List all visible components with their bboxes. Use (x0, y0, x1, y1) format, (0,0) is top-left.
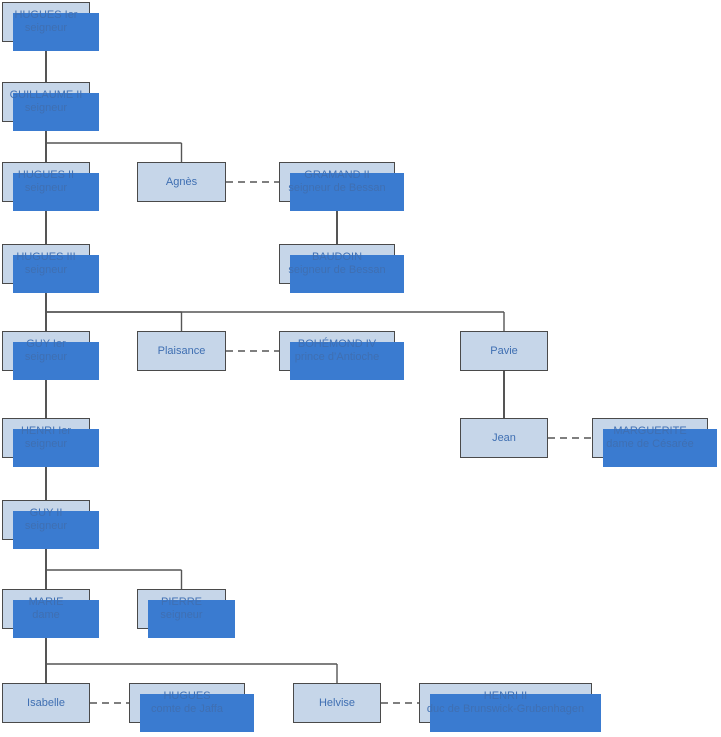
node-label-secondary: seigneur (24, 102, 68, 114)
node-label-primary: PIERRE (161, 596, 202, 608)
node-label-primary: BAUDOIN (311, 251, 363, 263)
node-label-secondary: seigneur de Bessan (288, 182, 386, 194)
node-label-primary: HUGUES II (17, 169, 75, 181)
node-label-primary: MARGUERITE (613, 425, 687, 437)
node-label-secondary: prince d’Antioche (294, 351, 380, 363)
node-pavie[interactable]: Pavie (460, 331, 548, 371)
node-label-secondary: seigneur (24, 351, 68, 363)
node-plaisance[interactable]: Plaisance (137, 331, 226, 371)
node-label-secondary: seigneur (24, 264, 68, 276)
node-label-secondary: seigneur (24, 22, 68, 34)
node-label-secondary: comte de Jaffa (151, 703, 223, 715)
node-label-secondary: seigneur (24, 520, 68, 532)
node-label-primary: BOHÉMOND IV (297, 338, 377, 350)
node-label-primary: Helvise (318, 696, 356, 709)
node-isabelle[interactable]: Isabelle (2, 683, 90, 723)
node-jean[interactable]: Jean (460, 418, 548, 458)
node-agnes[interactable]: Agnès (137, 162, 226, 202)
node-label-secondary: seigneur de Bessan (288, 264, 386, 276)
node-label-secondary: seigneur (160, 609, 203, 621)
node-label-secondary: seigneur (24, 438, 68, 450)
node-label-secondary: dame (32, 609, 60, 621)
node-label-primary: HENRI II (483, 690, 528, 702)
node-label-secondary: seigneur (24, 182, 68, 194)
node-helvise[interactable]: Helvise (293, 683, 381, 723)
node-label-primary: HUGUES Ier (14, 9, 78, 21)
node-label-primary: HUGUES III (16, 251, 76, 263)
node-label-secondary: duc de Brunswick-Grubenhagen (426, 703, 585, 715)
node-label-secondary: dame de Césarée (606, 438, 694, 450)
node-label-primary: GUILLAUME II (9, 89, 83, 101)
node-label-primary: Agnès (165, 175, 198, 188)
node-label-primary: HUGUES (163, 690, 211, 702)
node-label-primary: Pavie (490, 344, 518, 357)
node-label-primary: HENRI Ier (20, 425, 72, 437)
node-label-primary: GRAMAND II (304, 169, 370, 181)
node-label-primary: MARIE (28, 596, 64, 608)
node-label-primary: Jean (492, 431, 516, 444)
node-label-primary: Isabelle (27, 696, 65, 709)
node-label-primary: GUY II (29, 507, 63, 519)
node-label-primary: GUY Ier (26, 338, 66, 350)
node-label-primary: Plaisance (157, 344, 206, 357)
